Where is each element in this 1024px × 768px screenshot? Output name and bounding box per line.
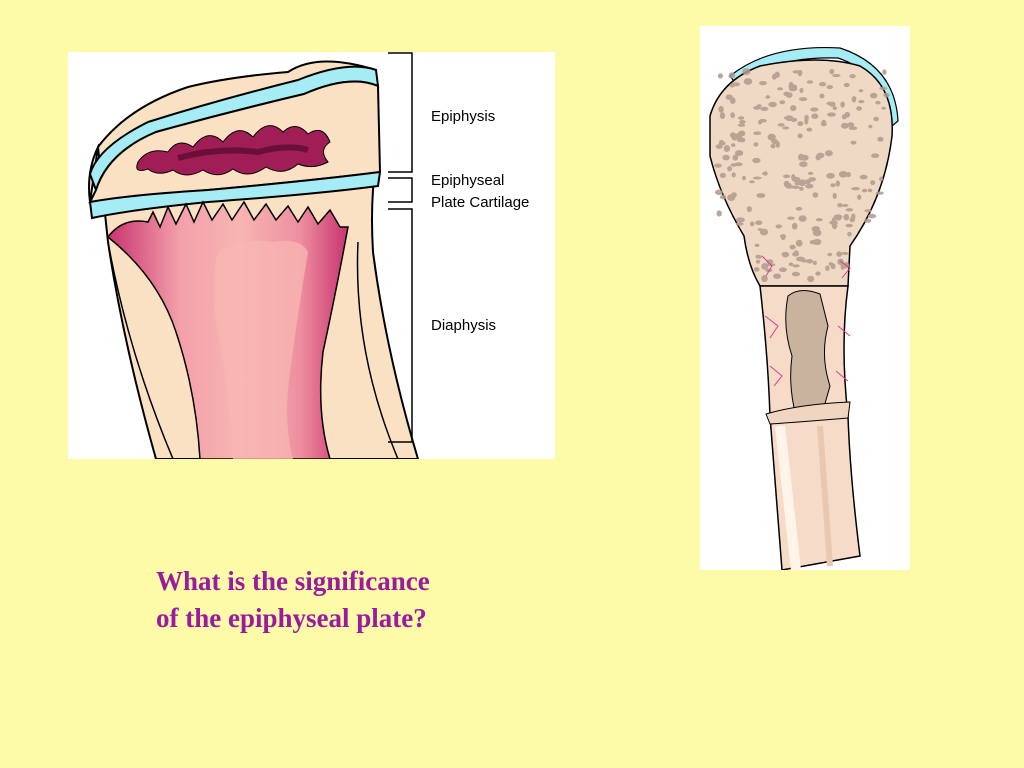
- fracture-lines: [761, 255, 851, 387]
- epiphyseal-plate-label: Epiphyseal Plate Cartilage: [431, 170, 529, 214]
- diaphysis-label: Diaphysis: [431, 317, 497, 334]
- question-text: What is the significance of the epiphyse…: [156, 563, 430, 637]
- bone-section-diagram: Epiphysis Epiphyseal Plate Cartilage Dia…: [68, 52, 555, 459]
- epiphysis-label: Epiphysis: [431, 108, 496, 125]
- spongy-bone-texture: [714, 68, 890, 283]
- epiphysis-bracket: [388, 52, 413, 173]
- bone-head: [709, 59, 893, 287]
- bone-section-illustration: [88, 52, 420, 459]
- question-line1: What is the significance: [156, 566, 430, 596]
- question-line2: of the epiphyseal plate?: [156, 603, 427, 633]
- plate-bracket: [388, 177, 413, 203]
- bone-fracture-diagram: [700, 26, 910, 570]
- fracture-zone: [785, 290, 831, 417]
- diaphysis-bracket: [388, 208, 413, 443]
- bone-fracture-illustration: [709, 46, 899, 570]
- epiphyseal-plate-label-line1: Epiphyseal: [431, 172, 505, 189]
- epiphyseal-plate-label-line2: Plate Cartilage: [431, 194, 530, 211]
